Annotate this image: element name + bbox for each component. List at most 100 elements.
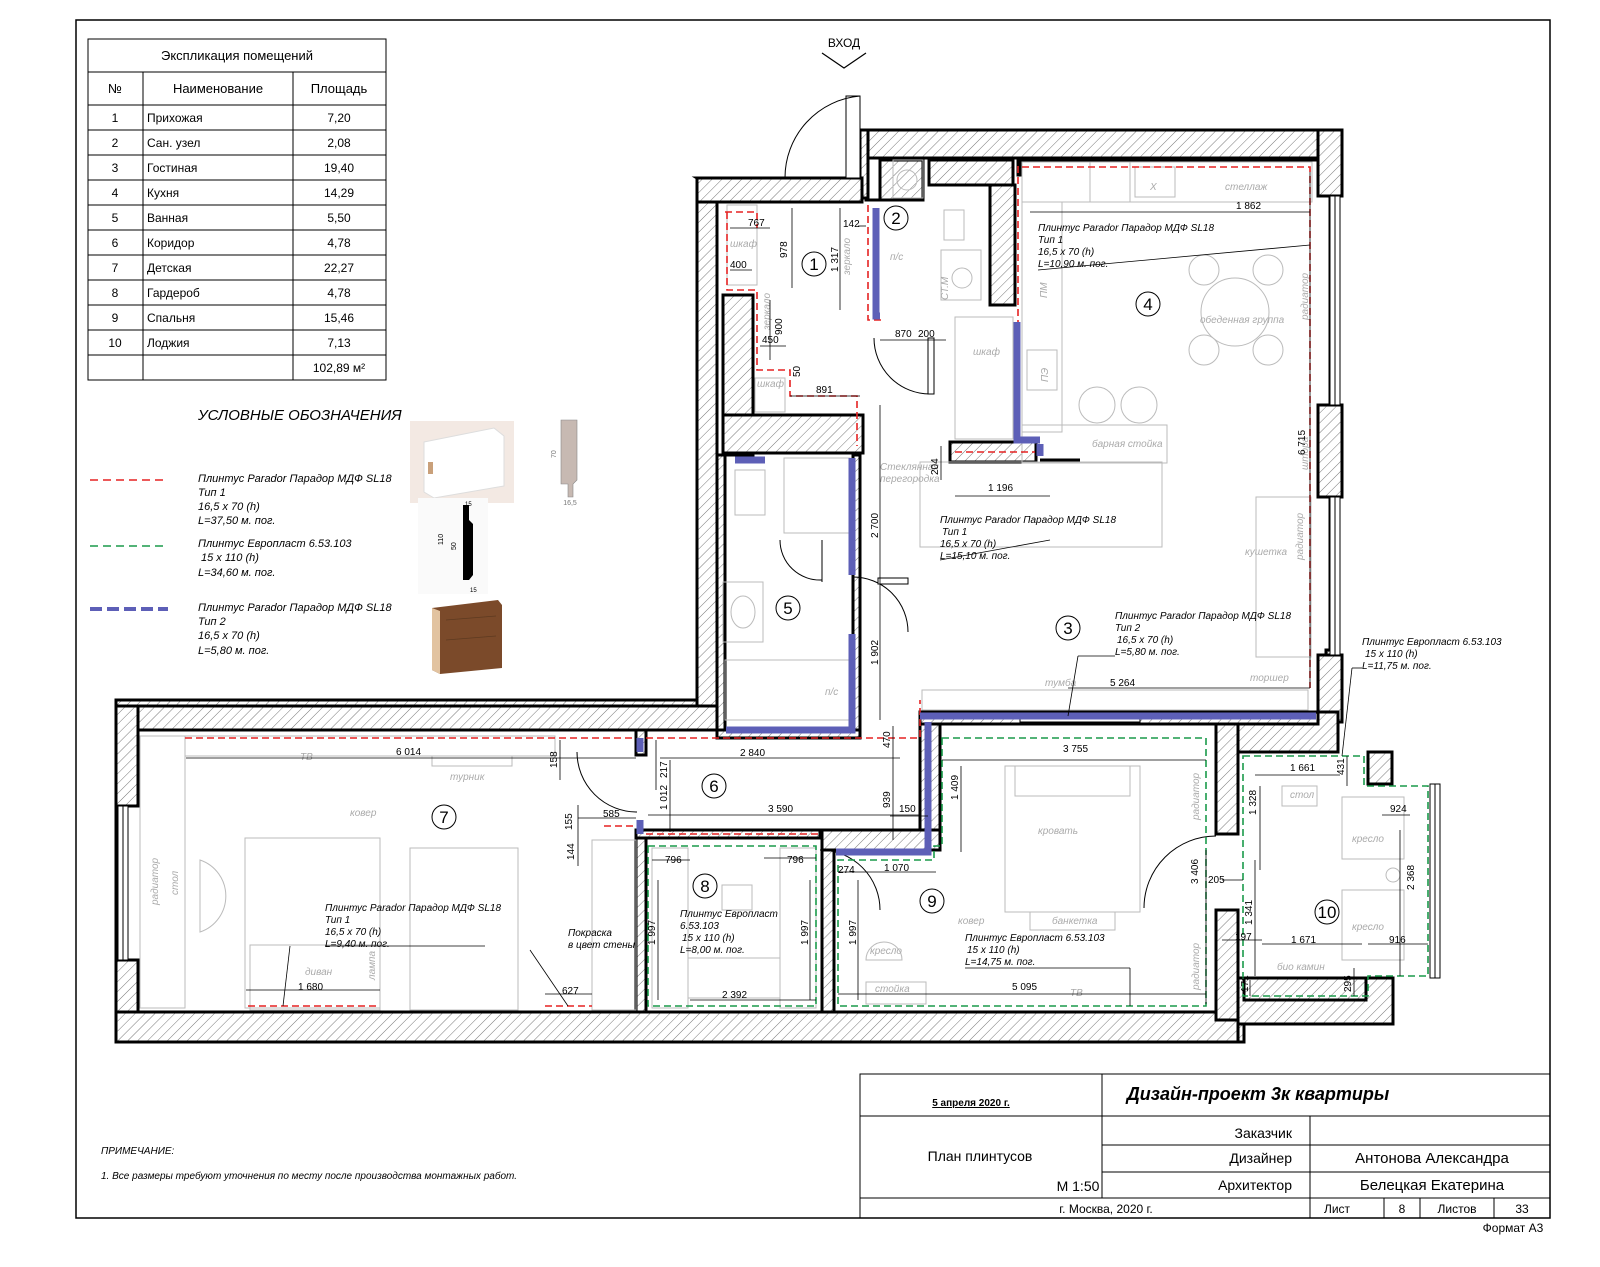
- explication-row-area: 7,13: [327, 336, 351, 350]
- stamp-architect: Белецкая Екатерина: [1360, 1177, 1505, 1194]
- svg-text:200: 200: [918, 329, 935, 340]
- svg-text:перегородка: перегородка: [880, 474, 940, 485]
- svg-text:тумба: тумба: [1045, 677, 1077, 689]
- general-note: ПРИМЕЧАНИЕ: 1. Все размеры требуют уточн…: [101, 1146, 517, 1182]
- svg-text:1 196: 1 196: [988, 483, 1013, 494]
- legend-1-line4: L=37,50 м. пог.: [198, 515, 275, 527]
- product-image-walnut-baseboard: [432, 600, 502, 674]
- svg-text:Тип 1: Тип 1: [942, 527, 967, 538]
- doors: [576, 95, 1217, 911]
- explication-row-num: 6: [112, 236, 119, 250]
- label-stellazh: стеллаж: [1225, 182, 1268, 193]
- svg-text:50: 50: [792, 365, 803, 377]
- svg-text:1 862: 1 862: [1236, 201, 1261, 212]
- svg-text:1 070: 1 070: [884, 863, 909, 874]
- svg-text:1 317: 1 317: [830, 247, 841, 272]
- svg-text:торшер: торшер: [1250, 673, 1289, 684]
- floor-plan: X стеллаж ПМ ПЭ обеденная группа барная …: [114, 95, 1502, 1044]
- svg-text:142: 142: [843, 219, 860, 230]
- svg-text:6 014: 6 014: [396, 747, 421, 758]
- room-number-8: 8: [700, 877, 709, 896]
- svg-text:217: 217: [659, 761, 670, 778]
- annotation-leaders: [282, 244, 1362, 1007]
- explication-row-name: Гардероб: [147, 286, 200, 300]
- svg-text:Покраска: Покраска: [568, 928, 612, 939]
- svg-text:585: 585: [603, 809, 620, 820]
- svg-text:110: 110: [438, 534, 445, 545]
- explication-row-name: Ванная: [147, 211, 188, 225]
- svg-text:п/с: п/с: [825, 687, 838, 698]
- svg-text:204: 204: [930, 458, 941, 475]
- svg-text:15 х 110 (h): 15 х 110 (h): [967, 945, 1020, 956]
- explication-row-num: 3: [112, 161, 119, 175]
- svg-text:1 012: 1 012: [659, 785, 670, 810]
- sheet-frame: [75, 19, 1551, 1219]
- room-number-7: 7: [439, 808, 448, 827]
- stamp-date: 5 апреля 2020 г.: [932, 1098, 1010, 1109]
- title-block: [859, 1073, 1551, 1219]
- legend-3-line4: L=5,80 м. пог.: [198, 645, 269, 657]
- outer-wall: [114, 128, 1395, 1044]
- stamp-designer: Антонова Александра: [1355, 1150, 1509, 1167]
- svg-text:ковер: ковер: [350, 808, 377, 819]
- legend-title: УСЛОВНЫЕ ОБОЗНАЧЕНИЯ: [197, 407, 402, 424]
- svg-text:кресло: кресло: [1352, 834, 1384, 845]
- explication-row-name: Гостиная: [147, 161, 197, 175]
- room-number-5: 5: [783, 599, 792, 618]
- explication-row-name: Детская: [147, 261, 191, 275]
- explication-title: Экспликация помещений: [161, 48, 313, 63]
- stamp-sheet-label: Лист: [1324, 1202, 1351, 1216]
- svg-text:ПМ: ПМ: [1039, 282, 1050, 298]
- explication-row-area: 19,40: [324, 161, 354, 175]
- svg-text:171: 171: [1240, 975, 1251, 992]
- svg-text:6.53.103: 6.53.103: [680, 921, 719, 932]
- svg-text:кушетка: кушетка: [1245, 547, 1288, 558]
- svg-text:1 671: 1 671: [1291, 935, 1316, 946]
- svg-text:Плинтус Европласт 6.53.103: Плинтус Европласт 6.53.103: [965, 933, 1105, 944]
- explication-row-name: Лоджия: [147, 336, 190, 350]
- explication-row-name: Прихожая: [147, 111, 203, 125]
- svg-text:1 409: 1 409: [950, 775, 961, 800]
- svg-text:L=5,80 м. пог.: L=5,80 м. пог.: [1115, 647, 1180, 658]
- svg-text:турник: турник: [450, 772, 486, 783]
- svg-text:2 700: 2 700: [870, 513, 881, 538]
- svg-text:п/с: п/с: [890, 252, 903, 263]
- svg-text:431: 431: [1336, 758, 1347, 775]
- svg-text:16,5 х 70 (h): 16,5 х 70 (h): [325, 927, 381, 938]
- explication-header-name: Наименование: [173, 81, 263, 96]
- svg-text:радиатор: радиатор: [1295, 512, 1306, 561]
- svg-text:295: 295: [1343, 975, 1354, 992]
- svg-text:ТВ: ТВ: [300, 752, 313, 763]
- svg-text:кресло: кресло: [870, 946, 902, 957]
- explication-row-name: Сан. узел: [147, 136, 200, 150]
- explication-row-num: 4: [112, 186, 119, 200]
- note-title: ПРИМЕЧАНИЕ:: [101, 1146, 175, 1157]
- svg-text:1 341: 1 341: [1244, 900, 1255, 925]
- room-number-1: 1: [809, 255, 818, 274]
- svg-text:16,5 х 70 (h): 16,5 х 70 (h): [940, 539, 996, 550]
- stamp-sheet-number: 8: [1399, 1202, 1406, 1216]
- svg-text:924: 924: [1390, 804, 1407, 815]
- legend-2-line1: Плинтус Европласт 6.53.103: [198, 538, 352, 550]
- svg-text:197: 197: [1235, 932, 1252, 943]
- svg-text:штора: штора: [1300, 436, 1311, 470]
- room-number-6: 6: [709, 777, 718, 796]
- furniture: X стеллаж ПМ ПЭ обеденная группа барная …: [139, 159, 1405, 1011]
- svg-text:3 406: 3 406: [1190, 859, 1201, 884]
- baseboard-type-europlast-green: [647, 737, 1429, 1007]
- svg-text:16,5 х 70 (h): 16,5 х 70 (h): [1117, 635, 1173, 646]
- explication-row-num: 9: [112, 311, 119, 325]
- svg-text:6 715: 6 715: [1297, 430, 1308, 455]
- legend-1-line1: Плинтус Parador Парадор МДФ SL18: [198, 473, 392, 485]
- legend-3-line1: Плинтус Parador Парадор МДФ SL18: [198, 602, 392, 614]
- svg-text:150: 150: [899, 804, 916, 815]
- legend-3-line2: Тип 2: [198, 616, 226, 628]
- svg-text:2 368: 2 368: [1406, 865, 1417, 890]
- svg-text:3 590: 3 590: [768, 804, 793, 815]
- svg-text:470: 470: [882, 731, 893, 748]
- svg-text:Тип 2: Тип 2: [1115, 623, 1141, 634]
- svg-text:916: 916: [1389, 935, 1406, 946]
- dimension-lines: [186, 172, 1428, 1004]
